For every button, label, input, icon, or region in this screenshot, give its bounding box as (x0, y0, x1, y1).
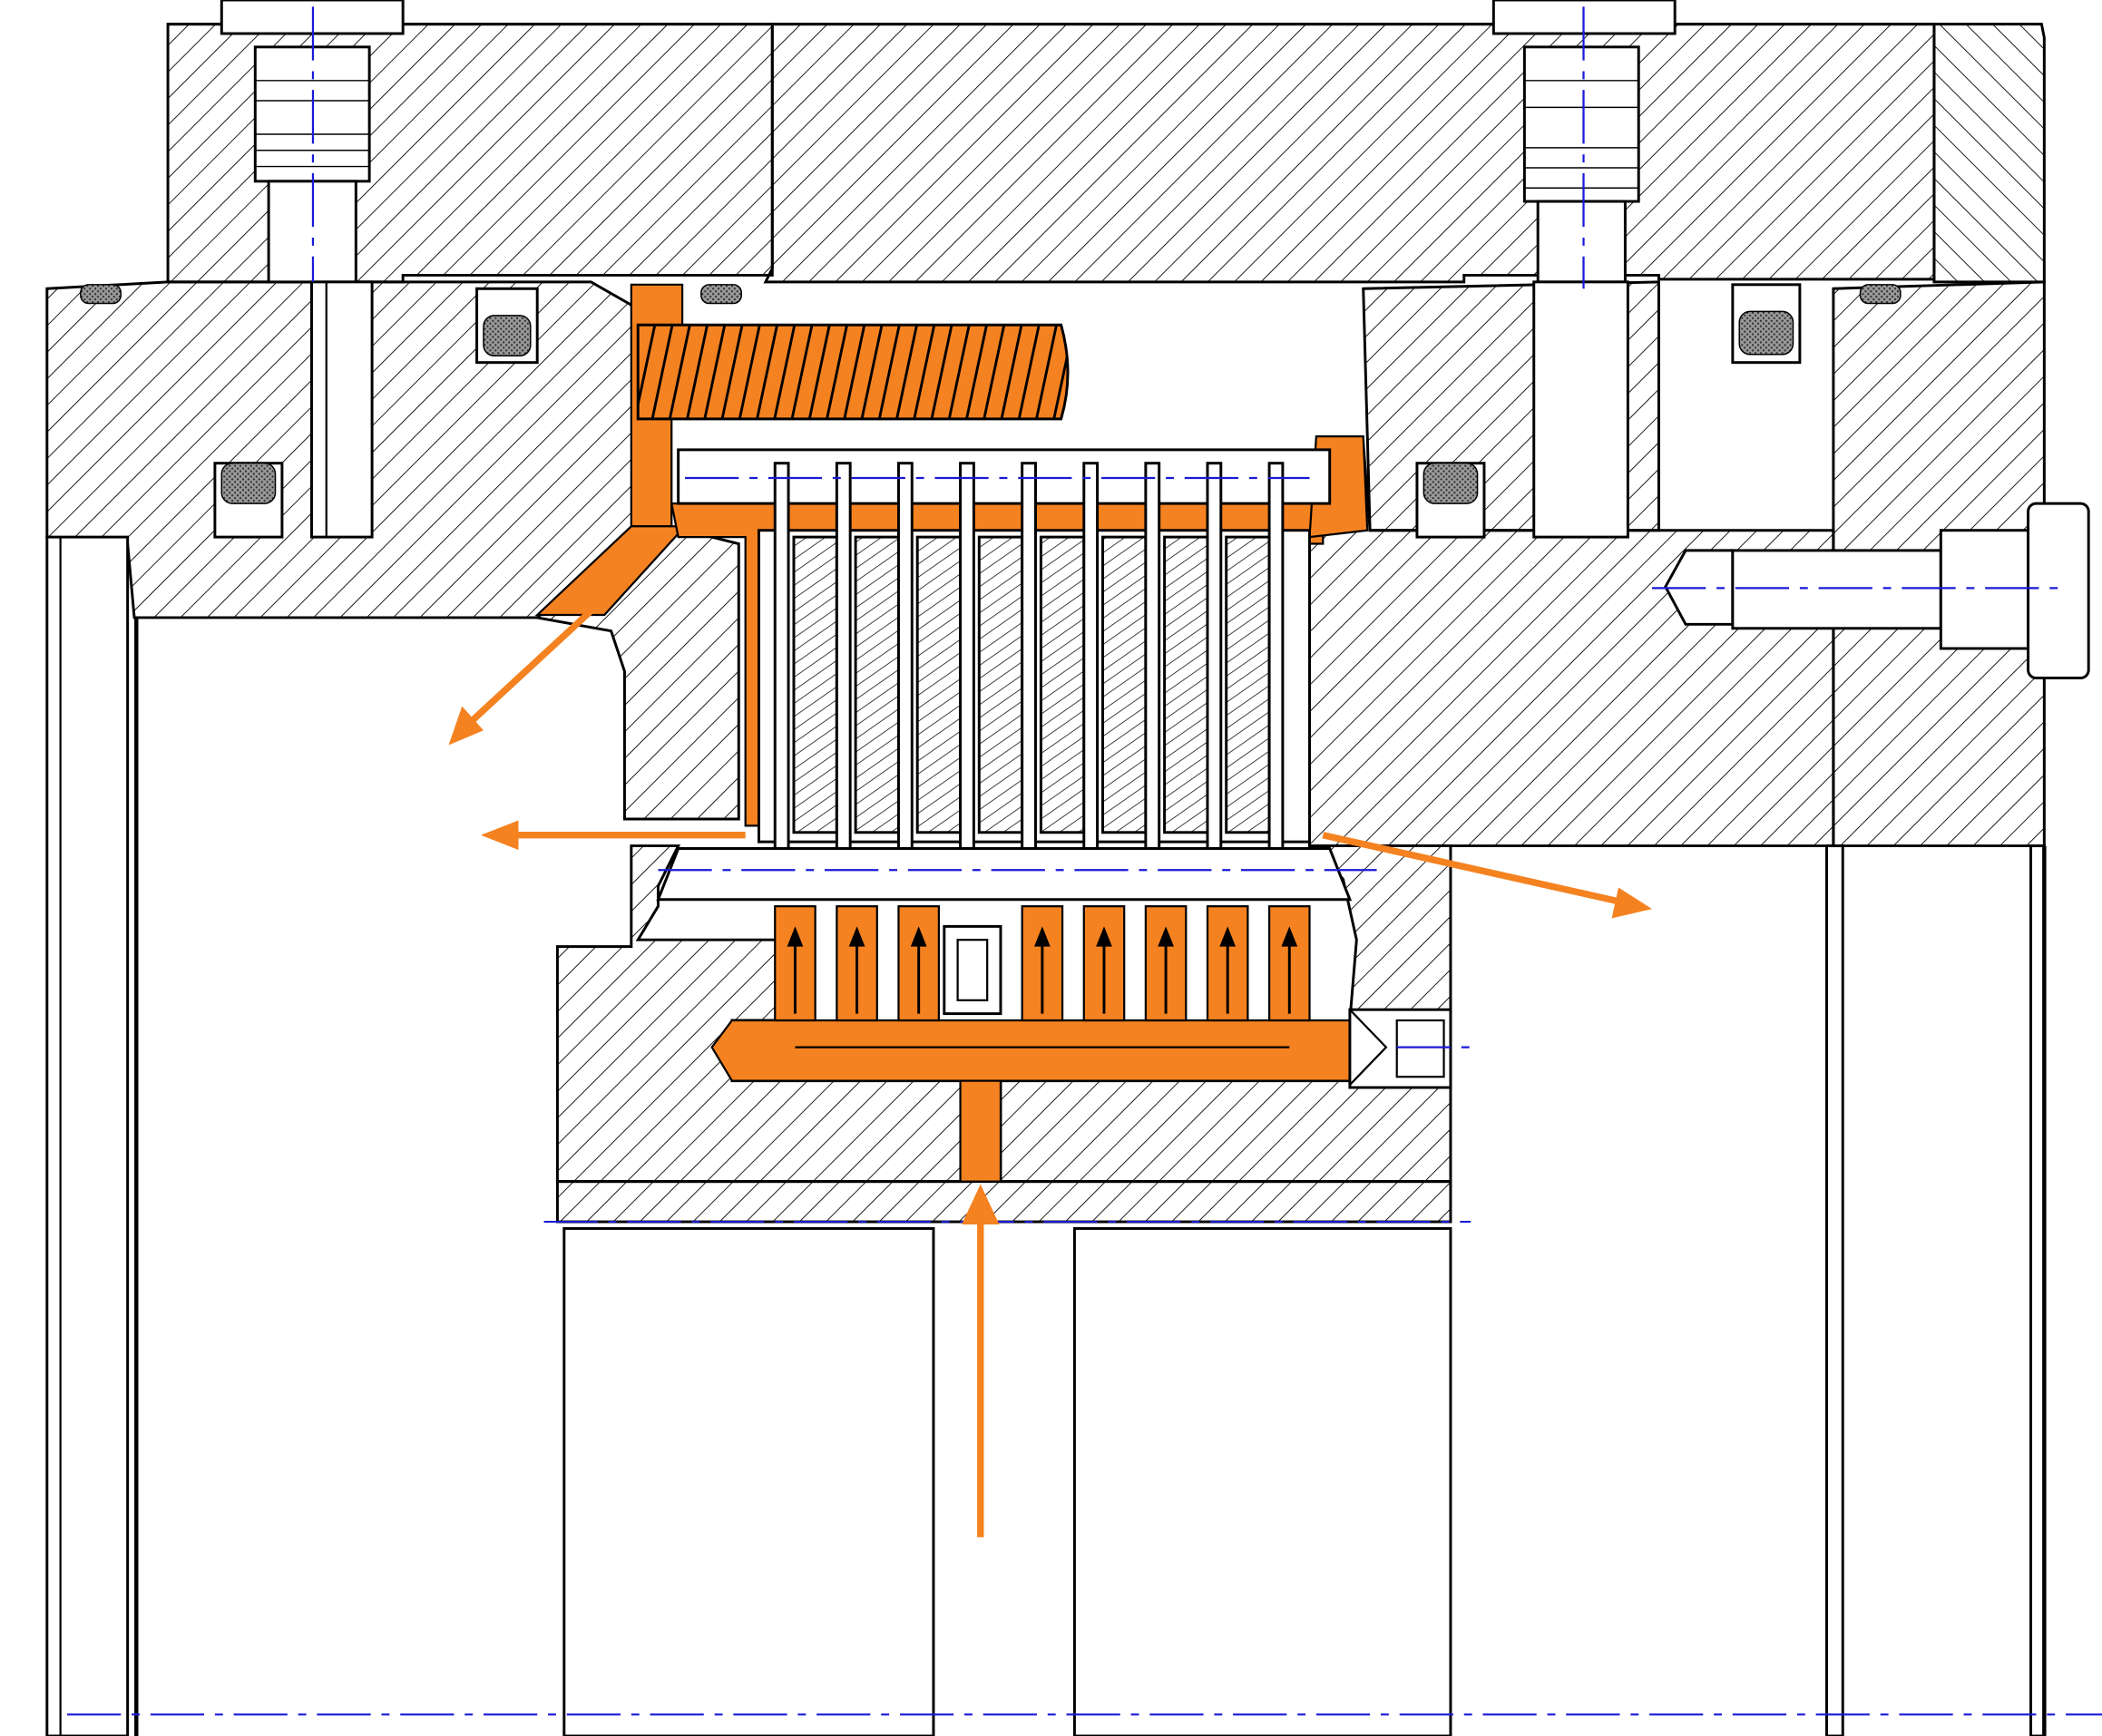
side-plug (1348, 1008, 1452, 1089)
inlet-port (1082, 905, 1126, 1022)
side-bolt (1664, 502, 2090, 680)
flow-arrow-outlet-left-diag (448, 608, 593, 746)
filter-disc (1267, 462, 1285, 894)
bolt-right (1491, 0, 1677, 539)
o-ring (1859, 284, 1902, 305)
top-cover (166, 23, 2046, 284)
filter-disc (1144, 462, 1209, 894)
filter-disc (1082, 462, 1148, 894)
inlet-port (897, 905, 940, 1022)
inlet-port (1144, 905, 1188, 1022)
filter-disc (835, 462, 900, 894)
inlet-port (774, 905, 816, 1022)
inlet-port (836, 905, 878, 1022)
o-ring (475, 287, 539, 365)
filter-element (656, 448, 1353, 902)
flow-arrow-outlet-right (1322, 832, 1653, 919)
inlet-port (1267, 905, 1311, 1022)
flow-arrows (448, 608, 1653, 1537)
filter-disc (773, 462, 838, 894)
o-ring (700, 284, 742, 305)
lower-housing (555, 844, 1452, 1736)
spring (636, 323, 1070, 421)
filter-disc (896, 462, 963, 894)
inlet-ports (774, 905, 1311, 1048)
inlet-port (1021, 905, 1064, 1022)
bolt-left (220, 0, 405, 539)
o-ring (1415, 462, 1486, 539)
centerlines (67, 6, 2102, 1716)
o-ring (213, 462, 284, 539)
o-rings (80, 283, 1902, 539)
flow-arrow-inlet (962, 1184, 1000, 1537)
inlet-port (1206, 905, 1249, 1022)
filter-disc (1206, 462, 1271, 894)
o-ring (80, 284, 122, 305)
flow-arrow-outlet-left (481, 820, 746, 851)
o-ring (1731, 283, 1802, 365)
plug-screw (943, 924, 1002, 1016)
